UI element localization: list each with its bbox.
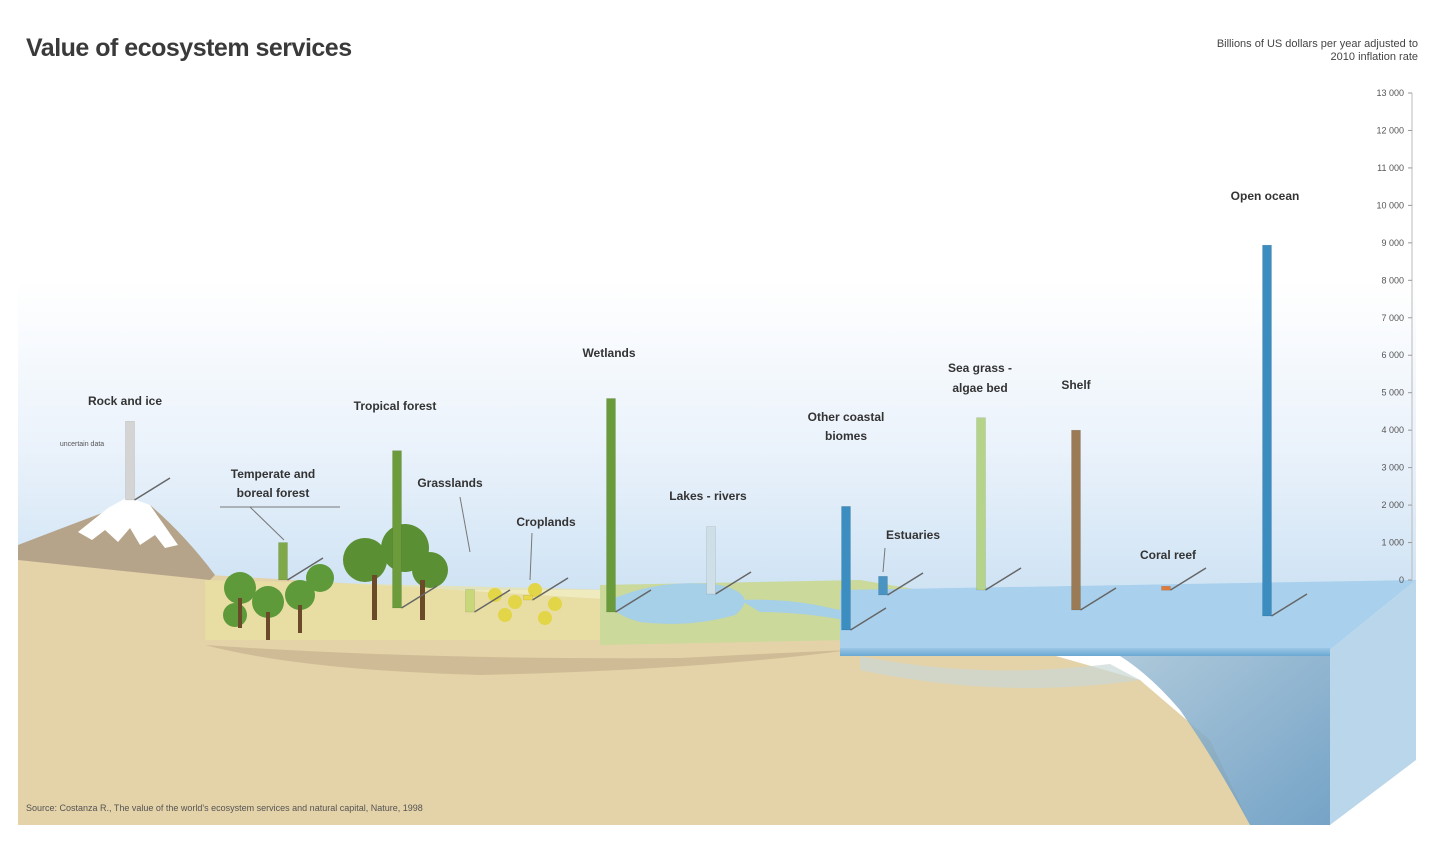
y-tick-label: 9 000 bbox=[1381, 238, 1404, 248]
bar-group-open-ocean: Open ocean bbox=[1231, 189, 1308, 617]
bar-lakes-rivers bbox=[706, 526, 716, 595]
bar-label-sea-grass-algae-bed: Sea grass - bbox=[948, 361, 1012, 375]
bar-croplands bbox=[523, 594, 533, 601]
bar-base-line bbox=[1080, 587, 1117, 611]
ocean-side-face bbox=[1330, 580, 1416, 825]
bar-temperate-and-boreal-forest bbox=[278, 542, 288, 581]
label-leader-line bbox=[529, 532, 533, 581]
bar-base-line bbox=[715, 571, 752, 595]
bar-base-line bbox=[287, 557, 324, 581]
bar-group-grasslands: Grasslands bbox=[417, 476, 511, 613]
label-leader-line bbox=[459, 496, 471, 553]
bar-group-rock-and-ice: Rock and ice uncertain data bbox=[60, 394, 171, 501]
bar-base-line bbox=[401, 585, 438, 609]
bar-group-temperate-and-boreal-forest: Temperate and boreal forest bbox=[231, 467, 324, 581]
bar-open-ocean bbox=[1262, 244, 1272, 617]
bar-sublabel-rock-and-ice: uncertain data bbox=[60, 441, 104, 448]
bar-base-line bbox=[474, 589, 511, 613]
ocean-edge bbox=[840, 648, 1330, 656]
bar-group-wetlands: Wetlands bbox=[582, 346, 652, 613]
label-leader-line bbox=[882, 547, 886, 573]
ocean-surface bbox=[840, 580, 1416, 650]
bar-group-shelf: Shelf bbox=[1061, 378, 1117, 611]
chart-title: Value of ecosystem services bbox=[26, 34, 352, 62]
unit-label: Billions of US dollars per year adjusted… bbox=[1216, 38, 1418, 63]
y-tick-label: 7 000 bbox=[1381, 313, 1404, 323]
bar-label-temperate-and-boreal-forest: Temperate and bbox=[231, 467, 315, 481]
bar-other-coastal-biomes bbox=[841, 506, 851, 631]
bar-label-grasslands: Grasslands bbox=[417, 476, 483, 490]
y-tick-label: 13 000 bbox=[1376, 88, 1404, 98]
bar-group-croplands: Croplands bbox=[516, 515, 576, 601]
label-leader-line bbox=[249, 506, 285, 541]
mountain-snow bbox=[78, 497, 178, 548]
bar-group-coral-reef: Coral reef bbox=[1140, 548, 1207, 591]
bar-base-line bbox=[615, 589, 652, 613]
deep-ocean bbox=[1120, 656, 1330, 825]
soil-layer bbox=[205, 645, 850, 675]
source-note: Source: Costanza R., The value of the wo… bbox=[26, 803, 423, 813]
bar-estuaries bbox=[878, 576, 888, 596]
bar-label-other-coastal-biomes: Other coastal bbox=[808, 410, 885, 424]
bar-label-croplands: Croplands bbox=[516, 515, 576, 529]
y-tick-label: 8 000 bbox=[1381, 275, 1404, 285]
bar-group-lakes-rivers: Lakes - rivers bbox=[669, 489, 752, 595]
y-tick-label: 6 000 bbox=[1381, 350, 1404, 360]
river bbox=[740, 599, 850, 620]
bar-tropical-forest bbox=[392, 450, 402, 609]
bar-label-temperate-and-boreal-forest-line2: boreal forest bbox=[237, 486, 310, 500]
bar-sea-grass-algae-bed bbox=[976, 417, 986, 591]
temperate-trees bbox=[223, 564, 334, 640]
y-tick-label: 10 000 bbox=[1376, 200, 1404, 210]
bar-label-coral-reef: Coral reef bbox=[1140, 548, 1197, 562]
y-tick-label: 3 000 bbox=[1381, 463, 1404, 473]
bar-rock-and-ice bbox=[125, 421, 135, 501]
bar-group-estuaries: Estuaries bbox=[878, 528, 940, 596]
bar-label-shelf: Shelf bbox=[1061, 378, 1091, 392]
bar-grasslands bbox=[465, 589, 475, 613]
bar-label-wetlands: Wetlands bbox=[582, 346, 635, 360]
bar-shelf bbox=[1071, 429, 1081, 611]
bar-label-estuaries: Estuaries bbox=[886, 528, 940, 542]
y-tick-label: 4 000 bbox=[1381, 425, 1404, 435]
bar-label-tropical-forest: Tropical forest bbox=[354, 399, 437, 413]
bar-base-line bbox=[850, 607, 887, 631]
continental-shelf bbox=[860, 656, 1140, 688]
bar-group-sea-grass-algae-bed: Sea grass - algae bed bbox=[948, 361, 1022, 591]
bar-base-line bbox=[532, 577, 569, 601]
sky-background bbox=[18, 280, 1416, 590]
bar-label-other-coastal-biomes-line2: biomes bbox=[825, 429, 867, 443]
y-tick-label: 12 000 bbox=[1376, 125, 1404, 135]
bar-label-sea-grass-algae-bed-line2: algae bed bbox=[952, 381, 1007, 395]
y-tick-label: 5 000 bbox=[1381, 388, 1404, 398]
crop-plants bbox=[488, 583, 562, 625]
y-tick-label: 2 000 bbox=[1381, 500, 1404, 510]
bar-base-line bbox=[1271, 593, 1308, 617]
bar-base-line bbox=[134, 477, 171, 501]
y-tick-label: 0 bbox=[1399, 575, 1404, 585]
y-tick-label: 1 000 bbox=[1381, 538, 1404, 548]
bar-label-open-ocean: Open ocean bbox=[1231, 189, 1300, 203]
bar-base-line bbox=[887, 572, 924, 596]
bar-group-other-coastal-biomes: Other coastal biomes bbox=[808, 410, 887, 631]
bar-label-rock-and-ice: Rock and ice bbox=[88, 394, 162, 408]
bar-label-lakes-rivers: Lakes - rivers bbox=[669, 489, 747, 503]
y-tick-label: 11 000 bbox=[1377, 163, 1404, 173]
bar-wetlands bbox=[606, 398, 616, 613]
bar-base-line bbox=[1170, 567, 1207, 591]
bar-coral-reef bbox=[1161, 586, 1171, 591]
bar-group-tropical-forest: Tropical forest bbox=[354, 399, 438, 609]
bar-base-line bbox=[985, 567, 1022, 591]
